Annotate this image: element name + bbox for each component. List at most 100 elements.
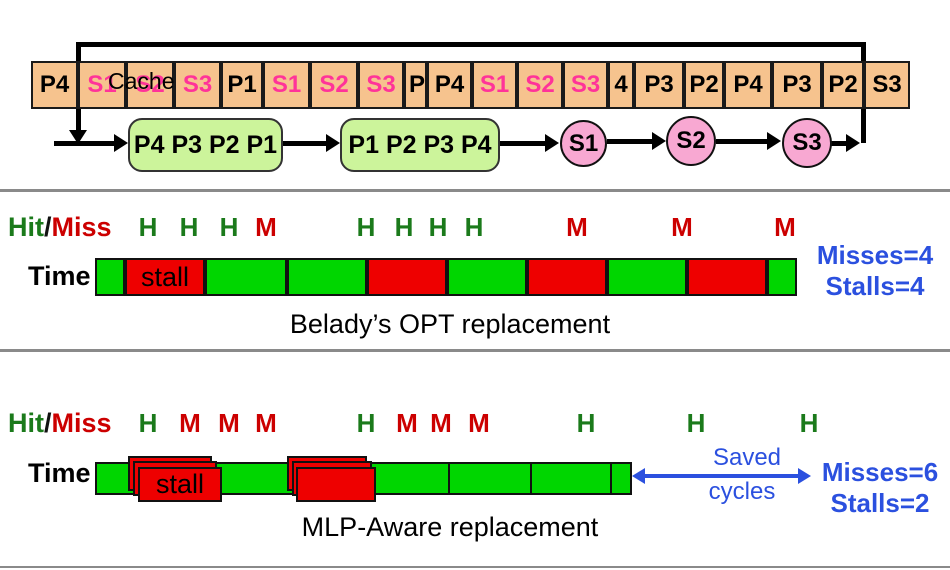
flow-arrow-3-head-icon	[652, 132, 666, 150]
access-cell: S3	[358, 61, 404, 109]
cycle-separator	[448, 463, 450, 494]
stall-box	[296, 467, 376, 502]
hit-miss-letter: H	[138, 212, 158, 242]
hit-miss-letter: H	[799, 408, 819, 438]
hit-miss-letter: H	[138, 408, 158, 438]
hit-miss-letter: M	[774, 212, 796, 242]
separator-line-3	[0, 566, 950, 568]
access-cell: P4	[724, 61, 772, 109]
separator-line-1	[0, 189, 950, 192]
access-cell: P4	[427, 61, 472, 109]
stream-circle-s3: S3	[782, 118, 832, 168]
stream-circle-s1: S1	[560, 120, 607, 167]
run-segment	[287, 258, 367, 296]
mlp-caption: MLP-Aware replacement	[301, 512, 599, 542]
stall-segment	[367, 258, 447, 296]
stall-label: stall	[155, 469, 204, 499]
start-arrow-head-icon	[114, 134, 128, 152]
hit-miss-letter: M	[179, 408, 201, 438]
start-arrow-line	[54, 141, 116, 146]
flow-arrow-1-line	[283, 141, 327, 146]
mlp-time-label: Time	[28, 458, 91, 488]
belady-stats: Misses=4 Stalls=4	[800, 240, 950, 302]
cache-ways-box-1: P4 P3 P2 P1	[128, 118, 283, 172]
miss-label: Miss	[51, 408, 112, 438]
access-cell: 4	[608, 61, 634, 109]
belady-misses-text: Misses=4	[816, 240, 934, 270]
access-cell: P4	[404, 61, 427, 109]
hit-miss-letter: H	[428, 212, 448, 242]
belady-hit-miss-label: Hit/Miss	[8, 212, 112, 243]
hit-miss-letter: M	[671, 212, 693, 242]
access-cell: P3	[634, 61, 684, 109]
run-segment	[607, 258, 687, 296]
hit-miss-letter: M	[396, 408, 418, 438]
stream-circle-s2: S2	[666, 116, 716, 166]
hit-miss-letter: H	[356, 408, 376, 438]
hit-miss-letter: M	[566, 212, 588, 242]
access-cell: S2	[126, 61, 174, 109]
access-cell: P2	[822, 61, 864, 109]
hit-miss-letter: M	[468, 408, 490, 438]
flow-arrow-1-head-icon	[326, 134, 340, 152]
flow-arrow-2-head-icon	[545, 134, 559, 152]
slash-label: /	[44, 212, 52, 242]
saved-cycles-line2: cycles	[708, 478, 776, 505]
cache-ways-box-2: P1 P2 P3 P4	[340, 118, 500, 172]
flow-arrow-4-head-icon	[767, 132, 781, 150]
mlp-stats: Misses=6 Stalls=2	[805, 457, 950, 519]
belady-stalls-text: Stalls=4	[825, 271, 925, 301]
hit-miss-letter: H	[686, 408, 706, 438]
mlp-stalls-text: Stalls=2	[830, 488, 930, 518]
hit-miss-letter: H	[356, 212, 376, 242]
saved-cycles-arrow	[637, 474, 805, 478]
hit-miss-letter: H	[394, 212, 414, 242]
access-cell: P2	[684, 61, 724, 109]
hit-miss-letter: H	[219, 212, 239, 242]
run-segment	[95, 258, 125, 296]
loopback-arrow-line	[831, 141, 847, 146]
cycle-separator	[530, 463, 532, 494]
flow-arrow-3-line	[607, 139, 653, 144]
mlp-misses-text: Misses=6	[821, 457, 939, 487]
stall-box: stall	[138, 467, 222, 502]
hit-label: Hit	[8, 408, 44, 438]
access-cell: S1	[472, 61, 517, 109]
hit-miss-letter: M	[255, 212, 277, 242]
slash-label: /	[44, 408, 52, 438]
separator-line-2	[0, 349, 950, 352]
hit-miss-letter: H	[576, 408, 596, 438]
belady-time-label: Time	[28, 261, 91, 291]
flow-arrow-2-line	[500, 141, 546, 146]
saved-cycles-line1: Saved	[712, 444, 782, 471]
run-segment	[205, 258, 287, 296]
loop-arrow-top-rail	[76, 42, 866, 47]
access-cell: S1	[263, 61, 310, 109]
stall-segment	[527, 258, 607, 296]
run-segment	[447, 258, 527, 296]
cache-label: Cache	[108, 68, 175, 94]
access-cell: S3	[864, 61, 910, 109]
belady-caption: Belady’s OPT replacement	[289, 309, 611, 339]
hit-miss-letter: H	[179, 212, 199, 242]
loop-arrow-down-head-icon	[69, 130, 87, 144]
access-cell: S3	[563, 61, 608, 109]
access-cell: S1	[78, 61, 126, 109]
hit-miss-letter: M	[430, 408, 452, 438]
access-cell: P1	[221, 61, 263, 109]
access-cell: P4	[31, 61, 78, 109]
access-cell: S2	[517, 61, 563, 109]
run-segment	[767, 258, 797, 296]
miss-label: Miss	[51, 212, 112, 242]
hit-miss-letter: H	[464, 212, 484, 242]
hit-miss-letter: M	[255, 408, 277, 438]
access-cell: S3	[174, 61, 221, 109]
flow-arrow-4-line	[716, 139, 768, 144]
hit-label: Hit	[8, 212, 44, 242]
stall-label: stall	[140, 261, 189, 292]
hit-miss-letter: M	[218, 408, 240, 438]
access-cell: P3	[772, 61, 822, 109]
stall-segment: stall	[125, 258, 205, 296]
mlp-hit-miss-label: Hit/Miss	[8, 408, 112, 439]
loopback-arrow-head-icon	[846, 134, 860, 152]
